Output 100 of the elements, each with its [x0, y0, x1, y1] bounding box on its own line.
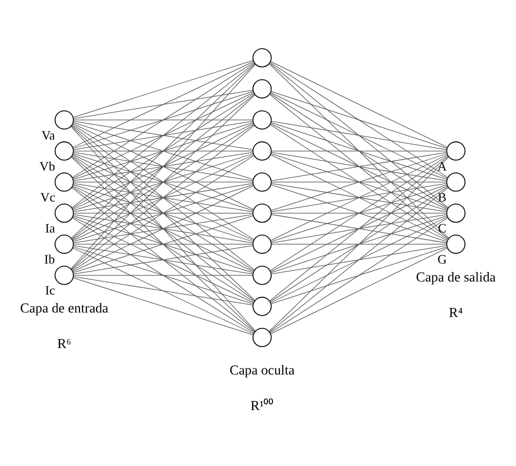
- connector: [270, 122, 448, 210]
- node-label: Vc: [40, 190, 56, 204]
- label: Capa oculta: [230, 362, 295, 377]
- node-label: Va: [42, 128, 55, 142]
- node-circle: [54, 203, 74, 222]
- node-circle: [54, 172, 74, 192]
- connector: [72, 60, 254, 118]
- connector: [72, 152, 254, 210]
- node-label: B: [438, 190, 446, 204]
- connector: [73, 120, 254, 150]
- connector: [72, 247, 254, 334]
- node-label: Ib: [44, 252, 55, 266]
- connector: [270, 150, 447, 151]
- node-circle: [252, 140, 272, 160]
- connector: [72, 61, 254, 178]
- connector: [270, 243, 447, 244]
- connector: [269, 62, 449, 208]
- node-circle: [252, 110, 272, 130]
- connector: [73, 89, 254, 118]
- connector: [270, 124, 448, 240]
- connector: [72, 124, 255, 270]
- connector: [72, 62, 255, 208]
- connector: [73, 181, 253, 182]
- connector: [270, 154, 448, 271]
- connector: [73, 152, 254, 181]
- connector: [72, 277, 254, 335]
- node-circle: [446, 140, 466, 160]
- connector: [73, 244, 254, 274]
- connector: [72, 156, 255, 301]
- connector: [270, 62, 448, 178]
- node-label: A: [438, 158, 447, 173]
- label: Capa de entrada: [20, 300, 108, 315]
- node-circle: [446, 203, 466, 222]
- node-circle: [446, 234, 466, 254]
- connector: [270, 92, 448, 178]
- connector: [270, 246, 448, 304]
- connector: [72, 214, 254, 273]
- node-circle: [54, 140, 74, 160]
- connector: [73, 119, 253, 120]
- connector: [72, 92, 254, 208]
- connector: [270, 154, 448, 240]
- connector: [71, 125, 256, 300]
- connector: [73, 150, 253, 151]
- connector: [72, 92, 254, 178]
- connector: [71, 63, 256, 238]
- connector: [270, 244, 447, 274]
- connector: [73, 243, 253, 244]
- node-circle: [446, 172, 466, 192]
- label: R⁶: [57, 335, 72, 350]
- connector: [72, 186, 255, 332]
- connector: [73, 214, 254, 243]
- connector: [72, 154, 254, 271]
- connector: [270, 186, 448, 302]
- connector: [270, 247, 448, 334]
- connector: [270, 181, 447, 182]
- connector: [71, 94, 256, 269]
- connector: [270, 152, 448, 210]
- connector: [270, 152, 447, 181]
- connector: [70, 64, 256, 269]
- node-circle: [252, 327, 272, 347]
- node-label: G: [438, 252, 447, 266]
- connector: [72, 60, 254, 148]
- connector: [72, 93, 255, 239]
- connector: [72, 216, 254, 333]
- connector: [270, 184, 448, 242]
- connector: [269, 93, 449, 239]
- label: Capa de salida: [416, 268, 496, 284]
- connector: [269, 63, 450, 238]
- node-circle: [252, 48, 272, 67]
- label: R¹⁰⁰: [250, 398, 274, 413]
- connector: [270, 217, 448, 333]
- connector: [70, 126, 256, 331]
- node-circle: [54, 234, 74, 254]
- connector: [72, 246, 254, 304]
- node-label: Ia: [45, 221, 56, 236]
- node-label: C: [438, 221, 446, 236]
- node-circle: [252, 172, 272, 192]
- node-circle: [252, 78, 272, 98]
- connector: [73, 274, 253, 276]
- connector: [72, 216, 254, 302]
- connector: [73, 276, 254, 305]
- connector: [72, 154, 254, 240]
- connector: [269, 186, 449, 332]
- connector: [72, 122, 254, 210]
- connector: [269, 156, 450, 332]
- connector: [270, 120, 447, 150]
- node-label: Vb: [40, 158, 56, 173]
- connector: [72, 186, 254, 302]
- node-label: Ic: [45, 283, 56, 298]
- connector: [270, 60, 448, 148]
- connector: [270, 216, 448, 303]
- connector: [73, 212, 253, 213]
- connector: [270, 182, 447, 212]
- label: R⁴: [448, 304, 463, 320]
- connector: [270, 185, 448, 272]
- node-circle: [252, 234, 272, 254]
- connector: [270, 214, 448, 273]
- connector: [270, 122, 448, 180]
- connector: [270, 92, 448, 208]
- connector: [72, 122, 254, 180]
